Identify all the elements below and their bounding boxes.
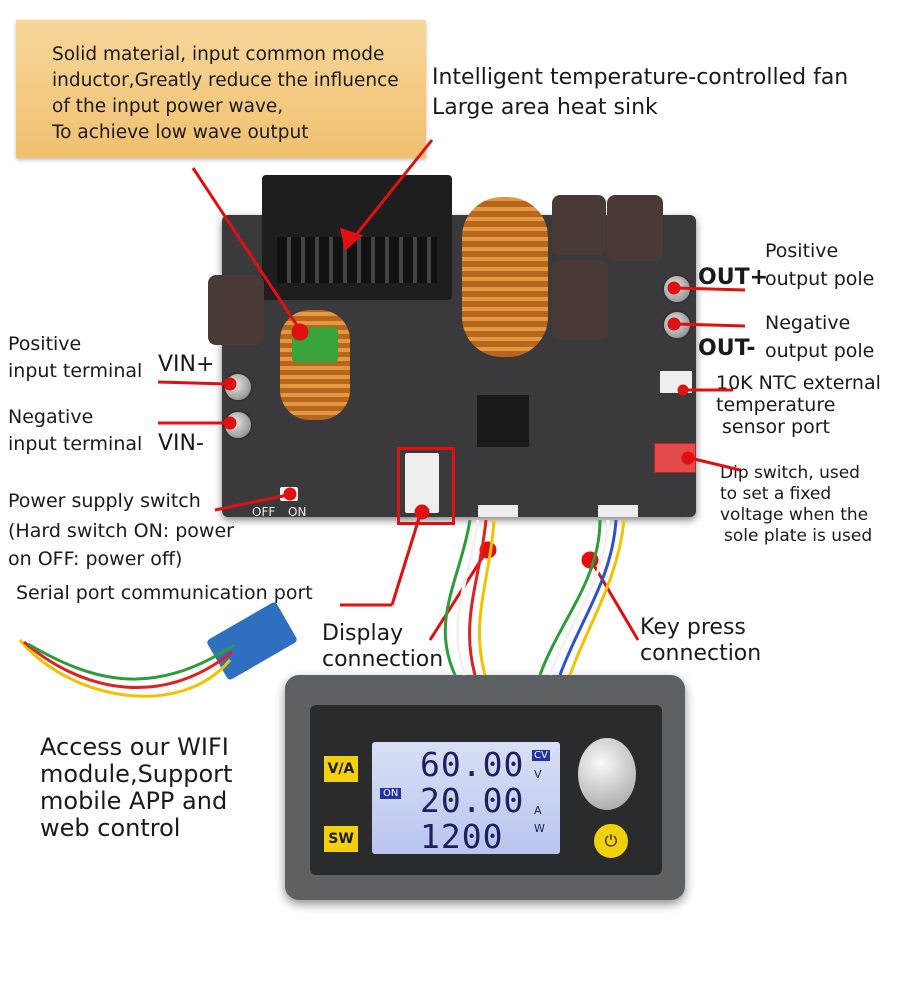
switch-on-label: ON: [288, 505, 307, 519]
sw-button[interactable]: SW: [322, 824, 360, 854]
power-switch-line3: on OFF: power off): [8, 548, 183, 570]
power-button[interactable]: ⏻: [592, 822, 630, 860]
callout-box: Solid material, input common mode induct…: [16, 20, 426, 158]
display-connector[interactable]: [478, 505, 518, 517]
negative-output-line1: Negative: [765, 312, 851, 334]
ntc-line3: sensor port: [722, 416, 830, 438]
circuit-board: OFF ON: [208, 175, 696, 525]
dip-line3: voltage when the: [720, 505, 869, 525]
capacitor: [607, 195, 663, 261]
positive-output-line1: Positive: [765, 240, 839, 262]
wifi-line2: module,Support: [40, 760, 233, 788]
lcd-v-unit: V: [534, 768, 542, 781]
callout-line: inductor,Greatly reduce the influence: [52, 70, 399, 91]
wifi-line4: web control: [40, 814, 181, 842]
callout-line: of the input power wave,: [52, 96, 284, 117]
power-switch-line2: (Hard switch ON: power: [8, 520, 234, 542]
lcd-a-unit: A: [534, 804, 542, 817]
va-button[interactable]: V/A: [322, 754, 360, 784]
ntc-line1: 10K NTC external: [716, 372, 881, 394]
lcd-voltage: 60.00: [420, 745, 525, 784]
lcd-power: 1200: [420, 817, 504, 856]
vin-minus-label: VIN-: [158, 431, 204, 456]
power-switch-line1: Power supply switch: [8, 490, 201, 512]
key-conn-line1: Key press: [640, 615, 746, 640]
negative-output-line2: output pole: [765, 340, 875, 362]
out-minus-label: OUT-: [698, 336, 756, 361]
lcd-on: ON: [380, 788, 402, 799]
key-connector[interactable]: [598, 505, 638, 517]
mcu-chip: [477, 395, 529, 447]
wifi-line3: mobile APP and: [40, 787, 228, 815]
serial-port-label: Serial port communication port: [16, 582, 313, 604]
capacitor: [552, 260, 608, 340]
negative-input-line1: Negative: [8, 406, 94, 428]
callout-line: To achieve low wave output: [52, 122, 309, 143]
vin-plus-label: VIN+: [158, 352, 215, 377]
dip-line1: Dip switch, used: [720, 463, 860, 483]
serial-port[interactable]: [405, 453, 439, 513]
positive-input-line1: Positive: [8, 333, 82, 355]
dip-line4: sole plate is used: [724, 526, 873, 546]
display-conn-line1: Display: [322, 621, 404, 646]
display-conn-line2: connection: [322, 647, 444, 672]
power-icon: ⏻: [604, 831, 618, 850]
lcd-cv: CV: [532, 750, 550, 761]
out-plus-label: OUT+: [698, 265, 769, 290]
positive-output-line2: output pole: [765, 268, 875, 290]
fan-label: Intelligent temperature-controlled fan: [432, 65, 849, 90]
ntc-line2: temperature: [716, 394, 836, 416]
switch-off-label: OFF: [252, 505, 276, 519]
negative-input-line2: input terminal: [8, 433, 143, 455]
positive-input-line2: input terminal: [8, 360, 143, 382]
vin-plus-terminal[interactable]: [223, 372, 253, 402]
lcd-w-unit: W: [534, 822, 545, 835]
lcd-current: 20.00: [420, 781, 525, 820]
toroid-inductor: [462, 197, 548, 357]
callout-line: Solid material, input common mode: [52, 44, 385, 65]
capacitor: [208, 275, 264, 345]
capacitor: [552, 195, 606, 255]
dip-line2: to set a fixed: [720, 484, 832, 504]
key-conn-line2: connection: [640, 641, 762, 666]
lcd-screen: 60.00 20.00 1200 CV V A W ON: [372, 742, 560, 854]
rotary-knob[interactable]: [578, 738, 636, 810]
wifi-line1: Access our WIFI: [40, 733, 229, 761]
heatsink-label: Large area heat sink: [432, 95, 658, 120]
